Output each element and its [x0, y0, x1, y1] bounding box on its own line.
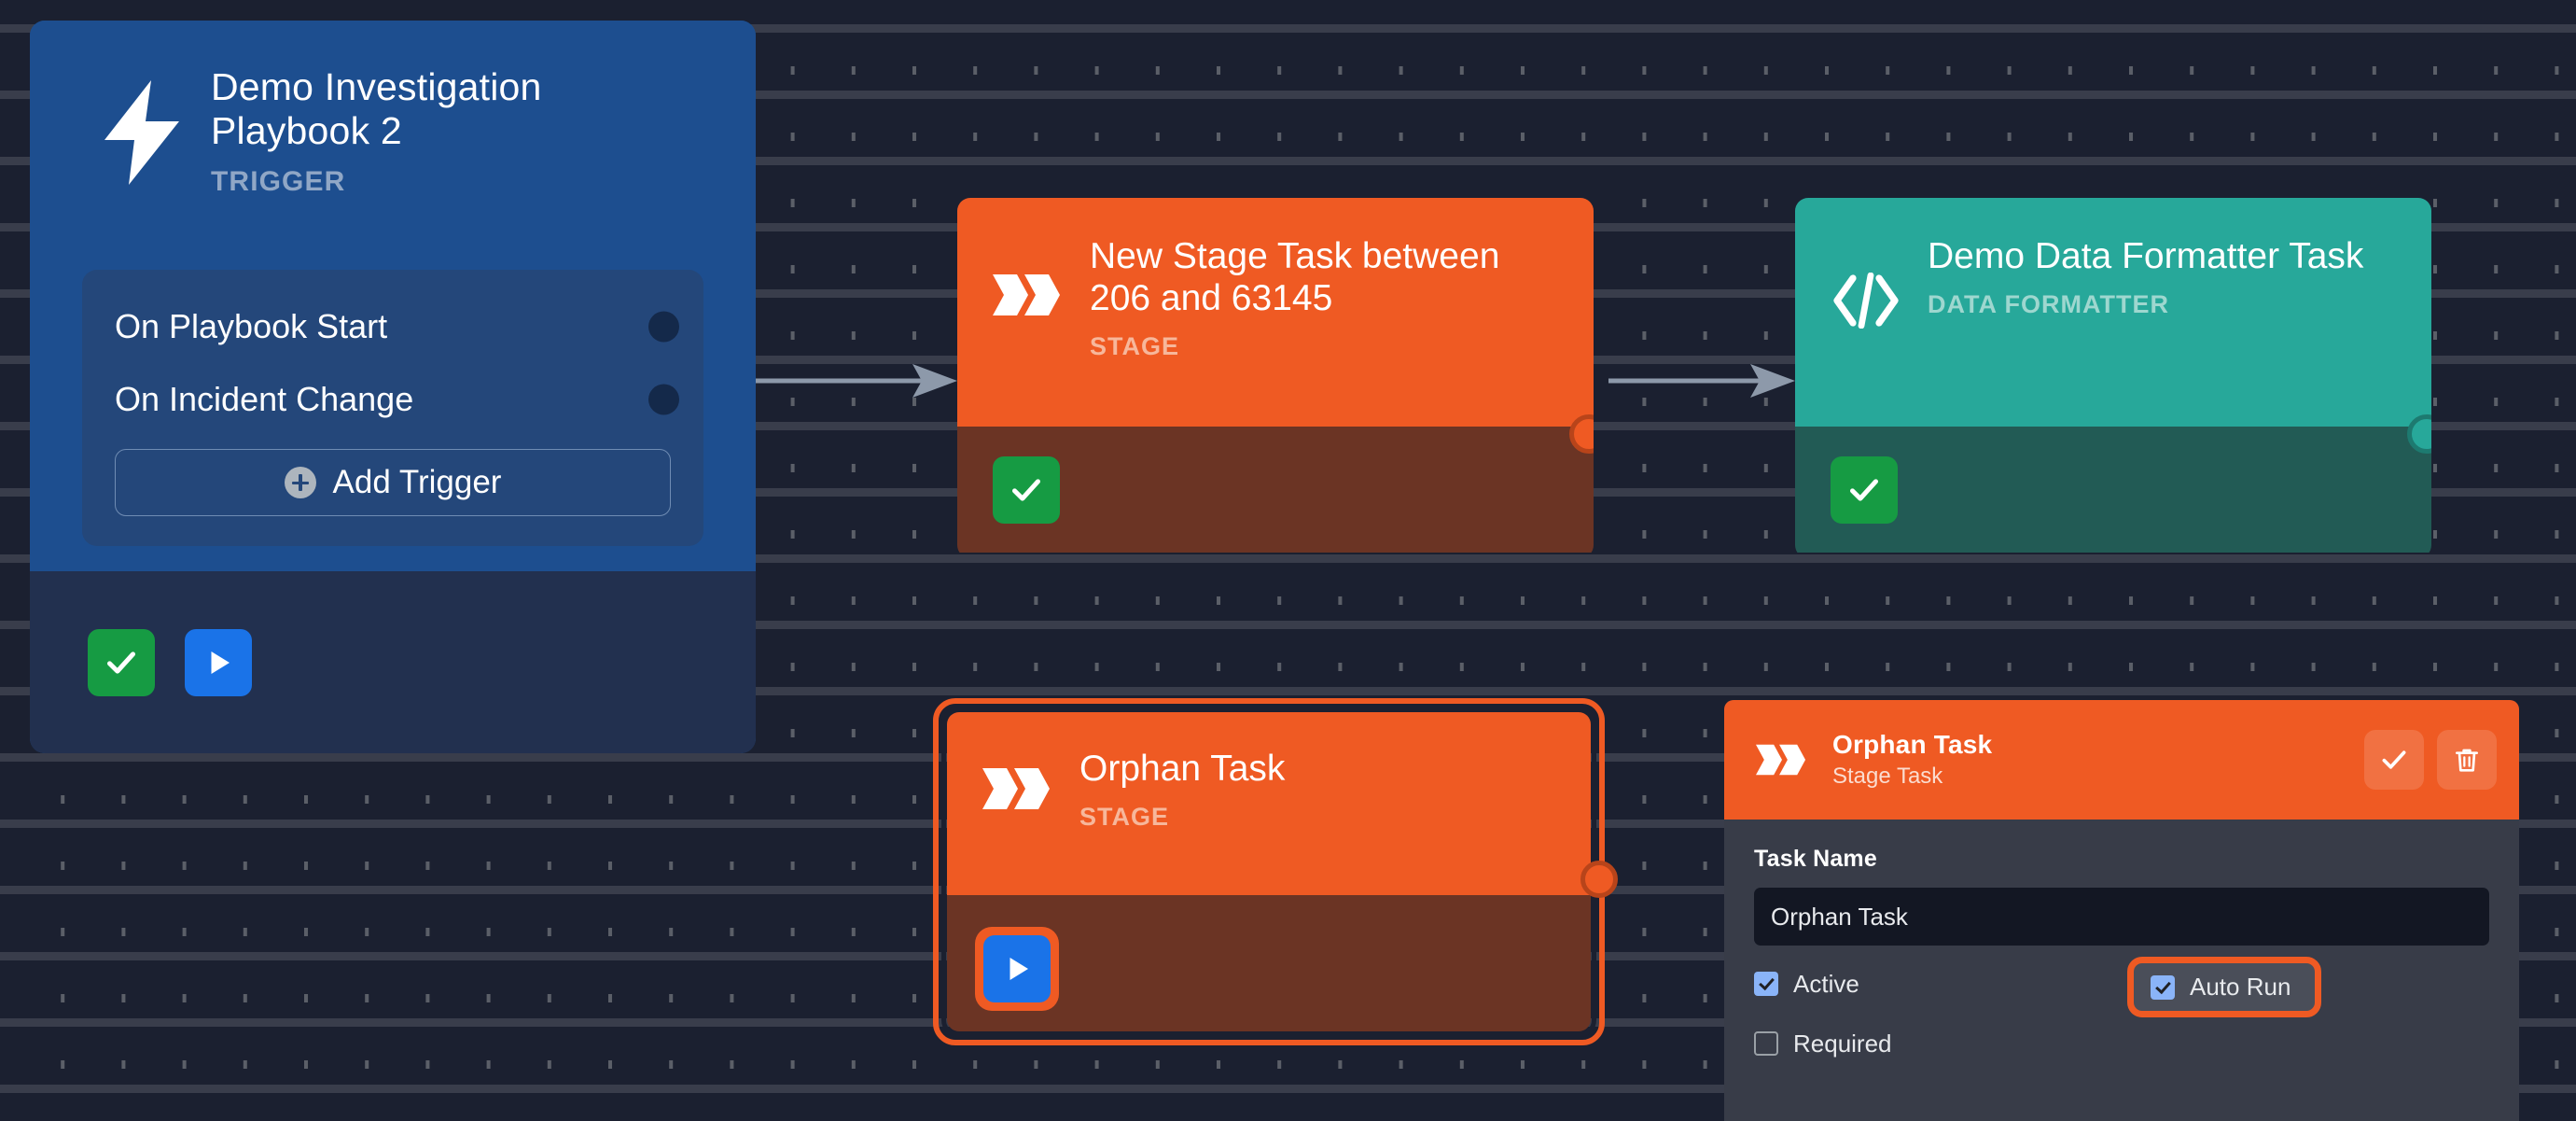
orphan-task-run-highlight	[975, 927, 1059, 1011]
auto-run-checkbox-highlight[interactable]: Auto Run	[2127, 957, 2322, 1017]
stage-task-type: STAGE	[1090, 332, 1180, 361]
play-icon	[211, 651, 230, 674]
orphan-task-node-selection[interactable]: Orphan Task STAGE	[933, 698, 1618, 1045]
check-icon	[1012, 478, 1040, 501]
stage-task-body	[957, 427, 1594, 553]
play-icon	[1010, 958, 1028, 980]
task-name-label: Task Name	[1754, 846, 1877, 872]
trigger-list: On Playbook Start On Incident Change Add…	[82, 270, 703, 546]
task-details-confirm-button[interactable]	[2364, 730, 2424, 790]
task-details-title: Orphan Task	[1832, 730, 1993, 759]
data-formatter-task-node[interactable]: Demo Data Formatter Task DATA FORMATTER	[1795, 198, 2431, 558]
data-formatter-body	[1795, 427, 2431, 553]
data-formatter-title: Demo Data Formatter Task	[1928, 236, 2364, 276]
task-name-input[interactable]	[1754, 888, 2489, 946]
trigger-item-on-incident-change[interactable]: On Incident Change	[82, 363, 703, 436]
orphan-task-output-port[interactable]	[1580, 861, 1618, 898]
trigger-item-label: On Playbook Start	[115, 307, 388, 345]
trigger-node-type: TRIGGER	[211, 166, 346, 198]
double-chevron-icon	[1756, 744, 1806, 776]
stage-task-complete-button[interactable]	[993, 455, 1060, 524]
code-brackets-icon	[1833, 273, 1899, 329]
task-details-body: Task Name Active Auto Run Required	[1724, 820, 2519, 1065]
auto-run-checkbox[interactable]	[2151, 974, 2175, 1000]
task-details-header: Orphan Task Stage Task	[1724, 700, 2519, 820]
auto-run-label: Auto Run	[2190, 973, 2291, 1001]
double-chevron-icon	[982, 768, 1050, 809]
lightning-bolt-icon	[104, 80, 179, 185]
task-details-panel[interactable]: Orphan Task Stage Task Task Name	[1724, 700, 2519, 1121]
trigger-complete-button[interactable]	[88, 628, 155, 696]
task-details-subtitle: Stage Task	[1832, 764, 1943, 789]
add-trigger-button[interactable]: Add Trigger	[115, 449, 671, 516]
trigger-node[interactable]: Demo Investigation Playbook 2 TRIGGER On…	[30, 21, 756, 753]
trigger-node-footer	[30, 571, 756, 753]
orphan-task-type: STAGE	[1079, 803, 1170, 832]
checkbox-row-active: Active Auto Run	[1754, 957, 2489, 1017]
orphan-task-node[interactable]: Orphan Task STAGE	[947, 712, 1591, 1031]
task-details-delete-button[interactable]	[2437, 730, 2497, 790]
active-label: Active	[1793, 969, 1859, 998]
trigger-node-title: Demo Investigation Playbook 2	[211, 65, 542, 153]
active-checkbox[interactable]	[1754, 972, 1778, 996]
trash-icon	[2456, 749, 2478, 772]
data-formatter-type: DATA FORMATTER	[1928, 290, 2169, 319]
double-chevron-icon	[993, 274, 1060, 315]
orphan-task-header: Orphan Task STAGE	[947, 712, 1591, 895]
orphan-task-title: Orphan Task	[1079, 749, 1286, 789]
orphan-task-body	[947, 895, 1591, 1031]
check-icon	[1850, 478, 1878, 501]
trigger-output-port[interactable]	[648, 311, 679, 343]
orphan-task-run-button[interactable]	[983, 935, 1051, 1002]
trigger-output-port[interactable]	[648, 384, 679, 415]
trigger-item-label: On Incident Change	[115, 380, 414, 418]
checkbox-row-required: Required	[1754, 1022, 2489, 1065]
data-formatter-header: Demo Data Formatter Task DATA FORMATTER	[1795, 198, 2431, 427]
data-formatter-complete-button[interactable]	[1831, 455, 1898, 524]
trigger-run-button[interactable]	[185, 628, 252, 696]
stage-task-node[interactable]: New Stage Task between 206 and 63145 STA…	[957, 198, 1594, 558]
check-icon	[107, 651, 135, 674]
plus-icon	[284, 467, 316, 498]
stage-task-title: New Stage Task between 206 and 63145	[1090, 236, 1500, 319]
trigger-item-on-playbook-start[interactable]: On Playbook Start	[82, 290, 703, 363]
required-label: Required	[1793, 1029, 1892, 1058]
check-icon	[2382, 750, 2406, 769]
stage-task-header: New Stage Task between 206 and 63145 STA…	[957, 198, 1594, 427]
add-trigger-label: Add Trigger	[332, 464, 502, 500]
required-checkbox[interactable]	[1754, 1031, 1778, 1056]
